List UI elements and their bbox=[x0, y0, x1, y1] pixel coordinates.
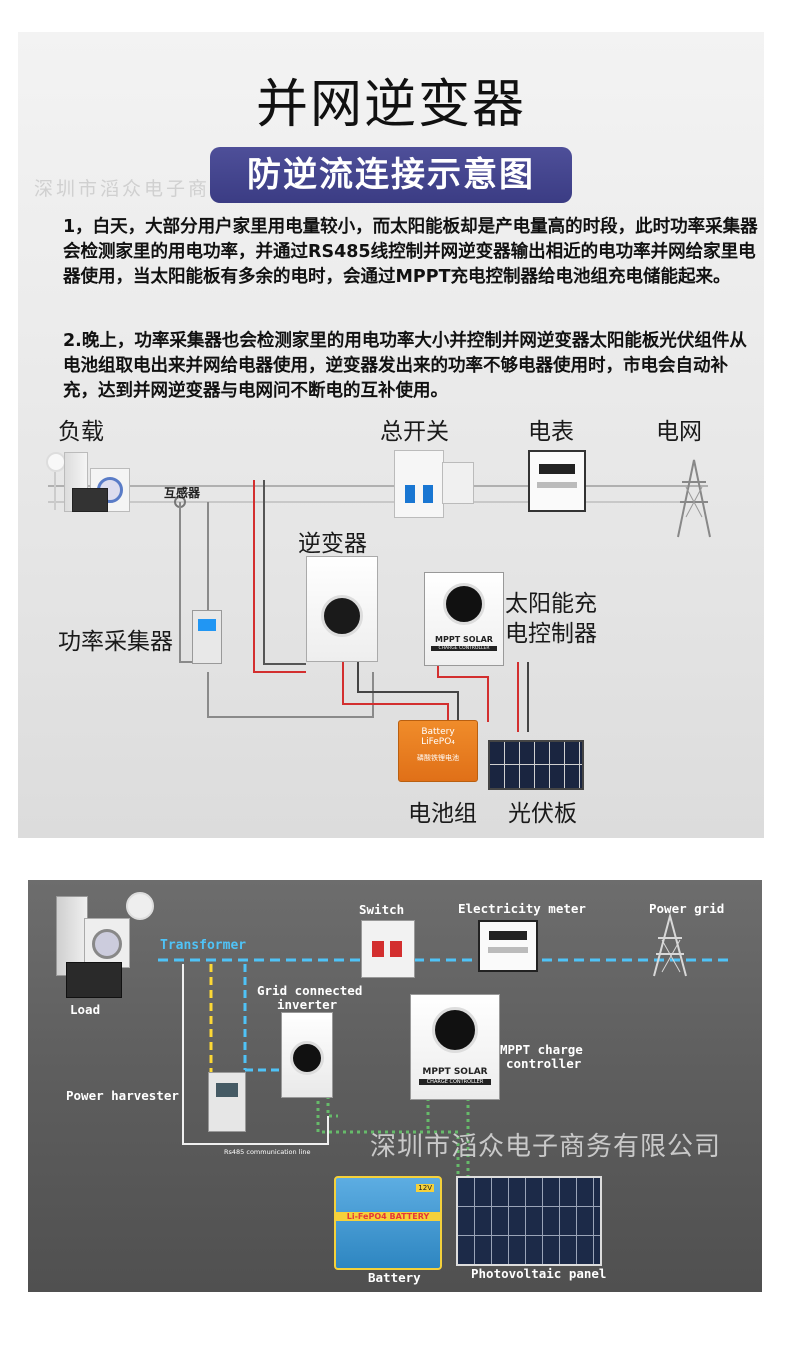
page-title: 并网逆变器 bbox=[255, 75, 526, 135]
breaker-switch-icon bbox=[394, 450, 444, 518]
diagram-banner: 防逆流连接示意图 bbox=[210, 147, 572, 203]
controller-label-1: 太阳能充 bbox=[505, 591, 597, 617]
pv-label-en: Photovoltaic panel bbox=[471, 1266, 607, 1281]
pv-label: 光伏板 bbox=[508, 801, 577, 827]
harvester-label-en: Power harvester bbox=[66, 1088, 179, 1103]
battery-label: 电池组 bbox=[408, 801, 477, 827]
wiring-diagram-en bbox=[158, 912, 728, 1180]
rs485-wire bbox=[207, 672, 374, 718]
mppt-controller-icon: MPPT SOLAR CHARGE CONTROLLER bbox=[424, 572, 504, 666]
electricity-meter-icon bbox=[528, 450, 586, 512]
battery-label-en-text: Li-FePO4 BATTERY bbox=[336, 1212, 440, 1221]
switch-label-en: Switch bbox=[359, 902, 405, 917]
mppt-sub-text: CHARGE CONTROLLER bbox=[431, 646, 497, 651]
meter-label-en: Electricity meter bbox=[458, 901, 586, 916]
inverter-device-en-icon bbox=[281, 1012, 333, 1098]
mppt-brand-text: MPPT SOLAR bbox=[435, 635, 493, 644]
load-label-en: Load bbox=[70, 1002, 101, 1017]
inverter-ac-black bbox=[263, 480, 306, 665]
pv-panel-en-icon bbox=[456, 1176, 602, 1266]
washer-en-icon bbox=[84, 918, 130, 968]
controller-wire-red bbox=[437, 662, 489, 722]
rs485-line bbox=[241, 1116, 329, 1145]
electricity-meter-en-icon bbox=[478, 920, 538, 972]
mppt-sub-en-text: CHARGE CONTROLLER bbox=[419, 1079, 491, 1085]
battery-type-text: LiFePO₄ bbox=[421, 737, 455, 747]
chinese-diagram-panel: 深圳市滔众电子商务有限公司 并网逆变器 防逆流连接示意图 1，白天，大部分用户家… bbox=[18, 32, 764, 838]
grid-label: 电网 bbox=[656, 419, 702, 445]
watermark-text-en: 深圳市滔众电子商务有限公司 bbox=[370, 1132, 722, 1162]
controller-label-en-1: MPPT charge bbox=[500, 1042, 583, 1057]
controller-label-2: 电控制器 bbox=[505, 621, 597, 647]
transformer-label-en: Transformer bbox=[160, 938, 247, 953]
mppt-brand-en-text: MPPT SOLAR bbox=[422, 1067, 488, 1077]
inverter-label-en-2: inverter bbox=[277, 997, 338, 1012]
battery-wire-red bbox=[342, 662, 449, 722]
wiring-diagram bbox=[48, 480, 708, 732]
inverter-device-icon bbox=[306, 556, 378, 662]
battery-label-en: Battery bbox=[368, 1270, 421, 1285]
switch-label: 总开关 bbox=[380, 419, 449, 445]
power-harvester-icon bbox=[192, 610, 222, 664]
harvester-label: 功率采集器 bbox=[58, 629, 173, 655]
breaker-switch-en-icon bbox=[361, 920, 415, 978]
night-paragraph: 2.晚上，功率采集器也会检测家里的用电功率大小并控制并网逆变器太阳能板光伏组件从… bbox=[63, 331, 747, 401]
battery-cn-text: 磷酸铁锂电池 bbox=[417, 754, 459, 762]
load-label: 负载 bbox=[58, 419, 104, 445]
battery-wire-black bbox=[357, 662, 459, 722]
microwave-en-icon bbox=[66, 962, 122, 998]
power-harvester-en-icon bbox=[208, 1072, 246, 1132]
inverter-ac-red bbox=[253, 480, 306, 673]
fan-en-icon bbox=[126, 892, 154, 920]
power-tower-en-icon bbox=[653, 912, 687, 977]
mppt-controller-en-icon: MPPT SOLAR CHARGE CONTROLLER bbox=[410, 994, 500, 1100]
power-tower-icon bbox=[677, 459, 711, 538]
battery-brand-text: Battery bbox=[421, 727, 455, 737]
battery-line-green bbox=[316, 1094, 460, 1176]
pv-panel-icon bbox=[488, 740, 584, 790]
microwave-icon bbox=[72, 488, 108, 512]
inverter-label: 逆变器 bbox=[298, 531, 367, 557]
breaker-aux-icon bbox=[442, 462, 474, 504]
battery-en-icon: 12V Li-FePO4 BATTERY bbox=[334, 1176, 442, 1270]
inverter-label-en-1: Grid connected bbox=[257, 983, 363, 998]
english-diagram-panel: Switch Electricity meter Power grid Tran… bbox=[28, 880, 762, 1292]
battery-tag-en: 12V bbox=[416, 1184, 434, 1192]
rs485-label-en: Rs485 communication line bbox=[224, 1148, 311, 1156]
battery-icon: Battery LiFePO₄ 磷酸铁锂电池 bbox=[398, 720, 478, 782]
meter-label: 电表 bbox=[528, 419, 574, 445]
grid-label-en: Power grid bbox=[649, 901, 725, 916]
harvester-wire bbox=[182, 964, 241, 1145]
daytime-paragraph: 1，白天，大部分用户家里用电量较小，而太阳能板却是产电量高的时段，此时功率采集器… bbox=[63, 217, 758, 287]
transformer-label: 互感器 bbox=[164, 486, 201, 500]
controller-label-en-2: controller bbox=[506, 1056, 582, 1071]
